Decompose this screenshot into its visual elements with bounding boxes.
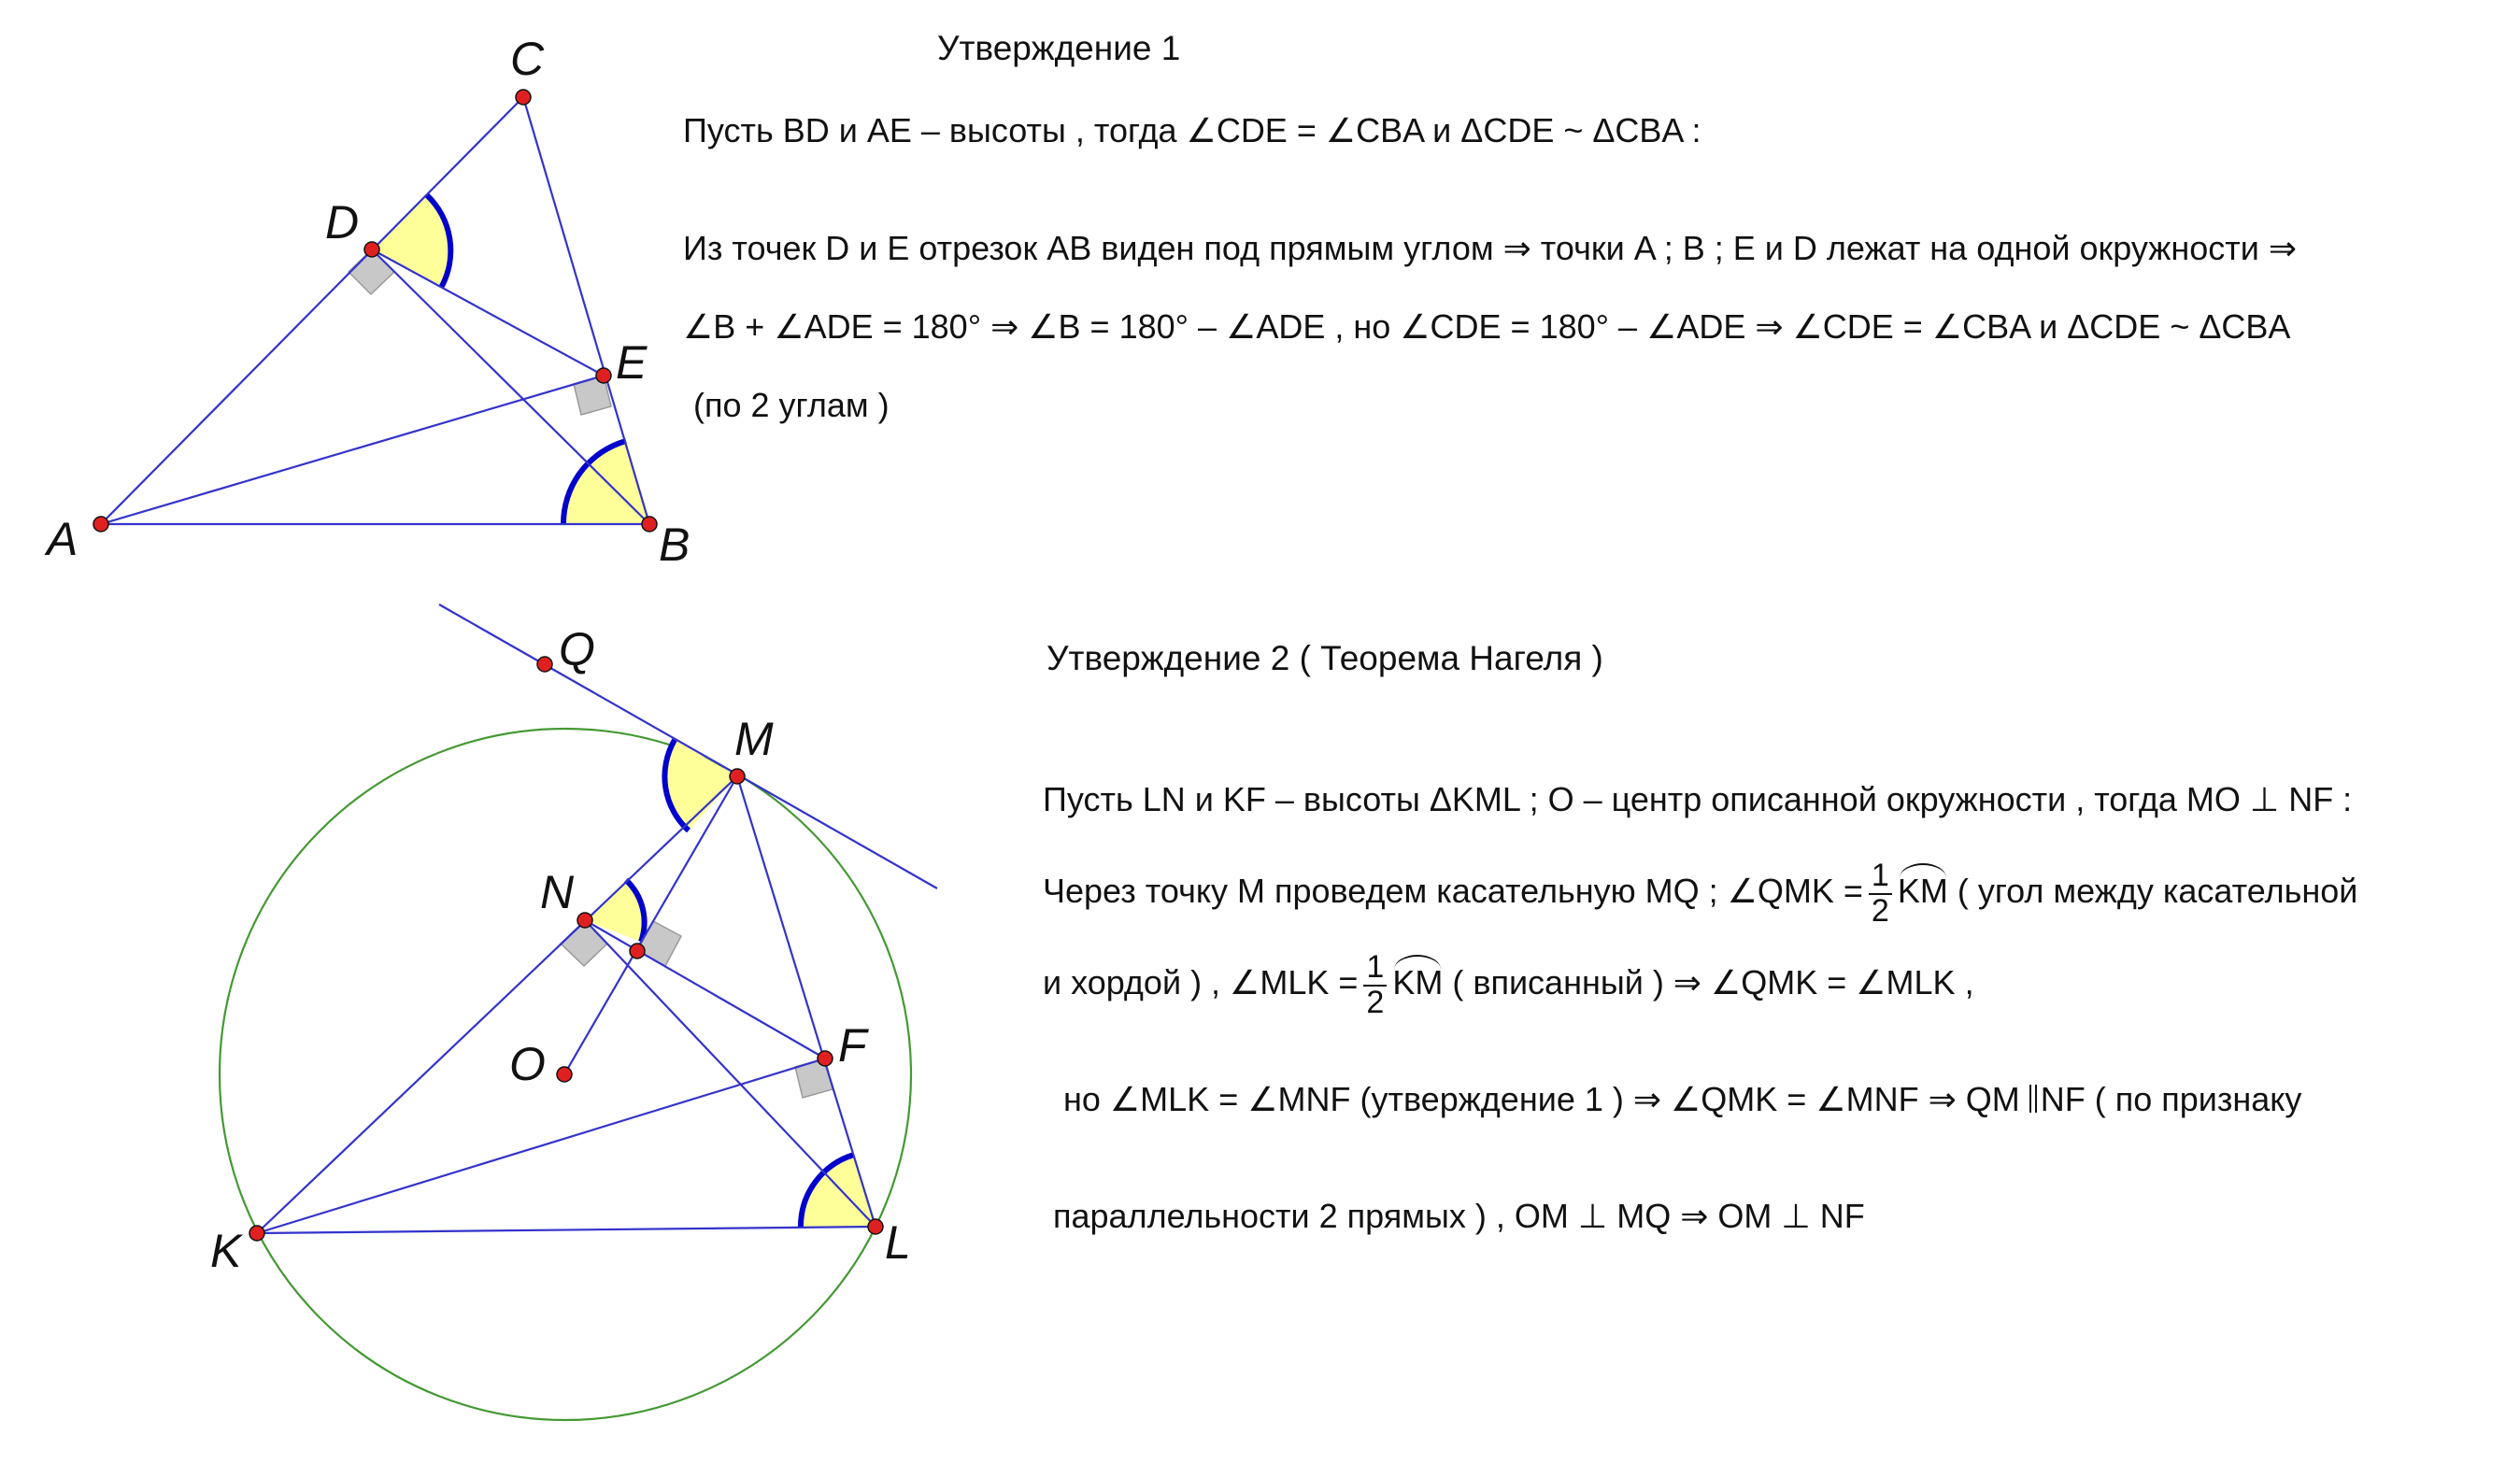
figure-1: C D E A B xyxy=(44,33,690,571)
label-a: A xyxy=(44,513,78,565)
point-q xyxy=(536,656,553,673)
fraction-denominator: 2 xyxy=(1871,892,1889,929)
segment-ml xyxy=(735,775,877,1228)
point-b xyxy=(641,516,658,533)
point-o xyxy=(556,1066,573,1083)
tangent-line-mq xyxy=(438,604,938,889)
statement-1-title: Утверждение 1 xyxy=(937,29,1181,67)
fraction-numerator: 1 xyxy=(1868,859,1892,895)
angle-arc-b xyxy=(560,438,627,525)
segment-km xyxy=(256,775,738,1234)
point-d xyxy=(363,241,380,258)
label-b: B xyxy=(659,518,690,571)
statement-2-line-4b: NF ( по признаку xyxy=(2040,1080,2302,1118)
segment-bd xyxy=(371,249,650,525)
angle-arc-d xyxy=(424,192,454,290)
angle-wedge-l xyxy=(800,1155,876,1228)
statement-2-line-3a: и хордой ) , ∠MLK = xyxy=(1043,963,1359,1002)
segment-kl xyxy=(256,1225,876,1235)
figure-2: Q M N O F K L xyxy=(210,604,938,1422)
point-foot xyxy=(629,943,646,959)
angle-arc-m xyxy=(662,738,691,833)
label-l: L xyxy=(885,1216,911,1269)
point-c xyxy=(515,89,532,106)
statement-1-line-3: ∠B + ∠ADE = 180° ⇒ ∠B = 180° – ∠ADE , но… xyxy=(683,307,2291,346)
angle-wedge-n xyxy=(585,880,645,942)
angle-wedge-m xyxy=(664,740,737,831)
label-k: K xyxy=(210,1225,244,1277)
label-m: M xyxy=(734,713,774,765)
point-n xyxy=(577,912,593,929)
statement-1-line-4: (по 2 углам ) xyxy=(693,386,890,424)
angle-wedge-d xyxy=(372,195,451,288)
statement-1-line-2: Из точек D и E отрезок AB виден под прям… xyxy=(683,229,2297,267)
parallel-symbol xyxy=(2029,1085,2037,1113)
label-o: O xyxy=(509,1038,546,1090)
point-e xyxy=(595,367,612,384)
arc-km: KM xyxy=(1898,863,1948,910)
angle-arc-l xyxy=(797,1152,855,1229)
point-f xyxy=(817,1050,833,1067)
segment-ac xyxy=(100,96,524,525)
statement-2-title: Утверждение 2 ( Теорема Нагеля ) xyxy=(1046,639,1603,677)
statement-2-line-4a: но ∠MLK = ∠MNF (утверждение 1 ) ⇒ ∠QMK =… xyxy=(1063,1080,2020,1118)
segment-mo xyxy=(563,775,738,1075)
circumcircle xyxy=(218,727,913,1422)
segment-de xyxy=(371,249,605,376)
statement-2-line-4: но ∠MLK = ∠MNF (утверждение 1 ) ⇒ ∠QMK =… xyxy=(1063,1081,2301,1118)
label-d: D xyxy=(325,196,359,249)
label-c: C xyxy=(510,33,545,85)
segment-kf xyxy=(256,1057,826,1235)
segment-ae xyxy=(100,374,605,526)
point-m xyxy=(729,768,746,785)
label-n: N xyxy=(540,866,575,918)
point-l xyxy=(867,1218,884,1235)
label-e: E xyxy=(616,336,648,389)
segment-nf xyxy=(584,919,826,1059)
angle-arc-n xyxy=(623,877,648,944)
fraction-numerator-2: 1 xyxy=(1363,950,1388,987)
statement-1-line-1: Пусть BD и AE – высоты , тогда ∠CDE = ∠C… xyxy=(683,111,1701,149)
fraction-denominator-2: 2 xyxy=(1366,984,1385,1020)
point-a xyxy=(93,516,109,533)
statement-2-line-1: Пусть LN и KF – высоты ΔKML ; O – центр … xyxy=(1043,780,2353,818)
label-q: Q xyxy=(559,623,595,675)
statement-2-line-3b: ( вписанный ) ⇒ ∠QMK = ∠MLK , xyxy=(1452,963,1974,1002)
statement-2-line-2: Через точку M проведем касательную MQ ; … xyxy=(1043,859,2357,928)
statement-2-line-2a: Через точку M проведем касательную MQ ; … xyxy=(1043,872,1863,911)
statement-2-line-2b: ( угол между касательной xyxy=(1957,872,2358,911)
segment-ln xyxy=(584,919,876,1228)
segment-bc xyxy=(521,96,651,525)
label-f: F xyxy=(838,1019,869,1072)
point-k xyxy=(249,1225,265,1242)
statement-2-line-5: параллельности 2 прямых ) , OM ⊥ MQ ⇒ OM… xyxy=(1053,1197,1865,1235)
arc-km-2: KM xyxy=(1392,955,1443,1001)
